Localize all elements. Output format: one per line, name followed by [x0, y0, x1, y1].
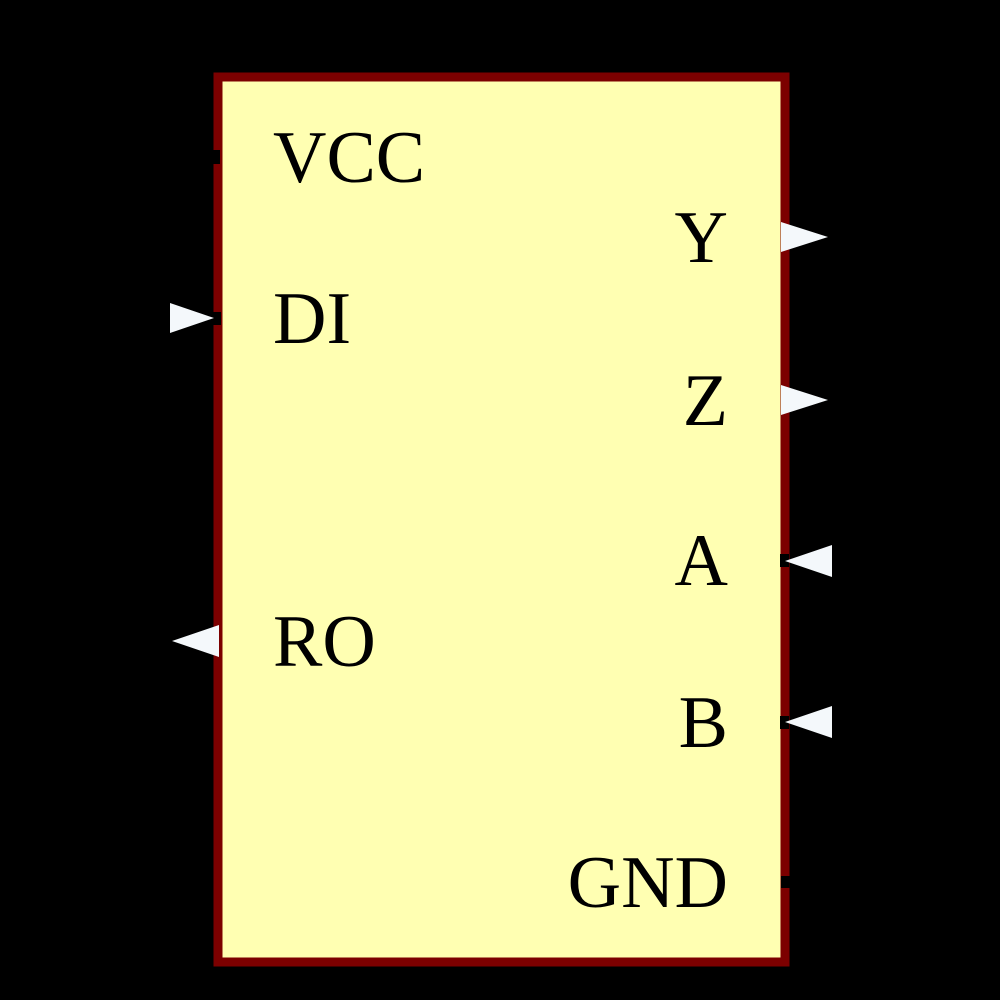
pin-gnd[interactable]: GND [568, 842, 794, 924]
pin-ro-label: RO [273, 601, 376, 683]
pin-z-label: Z [683, 360, 728, 442]
pin-b-arrow-icon[interactable] [785, 706, 832, 738]
pin-ro[interactable]: RO [172, 601, 376, 683]
pin-a[interactable]: A [675, 520, 832, 602]
pin-di-arrow-icon[interactable] [170, 303, 214, 333]
pin-y-arrow-icon[interactable] [781, 222, 828, 252]
pin-z[interactable]: Z [683, 360, 828, 442]
pin-vcc-label: VCC [273, 117, 425, 199]
pin-z-arrow-icon[interactable] [781, 385, 828, 415]
pin-di[interactable]: DI [170, 278, 351, 360]
pin-b-label: B [679, 682, 728, 764]
pin-a-stub[interactable] [780, 554, 789, 567]
pin-b[interactable]: B [679, 682, 832, 764]
pin-vcc-stub[interactable] [210, 150, 220, 164]
pin-y[interactable]: Y [675, 197, 828, 279]
pin-ro-arrow-icon[interactable] [172, 625, 219, 657]
pin-a-label: A [675, 520, 728, 602]
pin-b-stub[interactable] [780, 716, 789, 729]
pin-a-arrow-icon[interactable] [785, 545, 832, 577]
pin-vcc[interactable]: VCC [210, 117, 425, 199]
pin-gnd-stub[interactable] [781, 876, 794, 888]
pin-di-stub[interactable] [212, 312, 221, 325]
pin-gnd-label: GND [568, 842, 728, 924]
component-body[interactable] [213, 72, 790, 967]
pin-y-label: Y [675, 197, 728, 279]
pin-di-label: DI [273, 278, 351, 360]
